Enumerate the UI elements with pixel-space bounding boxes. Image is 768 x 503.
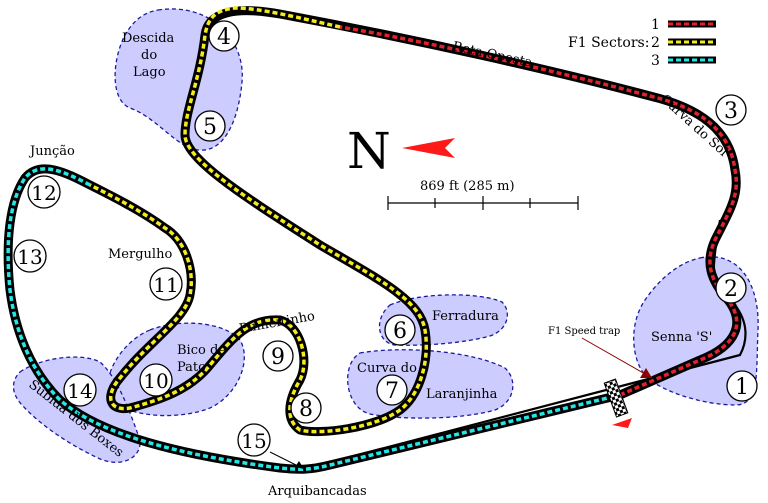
turn-marker-5: 5 [194,110,226,142]
speed-trap-arrowhead [640,368,652,378]
senna-s-label: Senna 'S' [651,330,712,345]
mergulho-label: Mergulho [108,247,172,262]
turn-marker-10: 10 [139,363,173,397]
turn-marker-15: 15 [237,423,271,457]
ferradura-label: Ferradura [432,309,499,324]
scale-bar [387,196,579,210]
turn-number: 12 [31,181,56,205]
turn-number: 6 [393,319,407,344]
laranjinha-label-line-1: Curva do [357,361,417,376]
turn-marker-9: 9 [262,340,294,372]
legend-sector-3-label: 3 [651,53,660,69]
reta-oposta-label: Reta Oposta [451,39,534,71]
turn-marker-8: 8 [290,392,322,424]
turn-number: 3 [724,99,738,124]
turn-number: 10 [143,369,168,393]
turn-marker-2: 2 [715,272,747,304]
turn-number: 2 [724,277,738,302]
turn-number: 11 [153,273,178,297]
legend-sector-1-label: 1 [651,17,660,33]
turn-marker-1: 1 [726,370,758,402]
bico-de-pato-label-line-2: Pato [177,360,206,375]
turn-marker-13: 13 [13,239,47,273]
legend-title: F1 Sectors: [568,35,649,51]
descida-label-line-3: Lago [133,65,166,80]
turn-number: 7 [385,379,399,404]
pinheirinho-label: Pinheirinho [238,309,316,337]
turn-number: 8 [299,397,313,422]
north-arrow-icon [402,138,455,158]
speed-trap-label: F1 Speed trap [548,326,620,337]
laranjinha-label-line-2: Laranjinha [426,387,498,402]
north-letter: N [347,122,391,180]
turn-number: 5 [203,115,217,140]
zone-laranjinha [347,349,514,419]
sector-3-path [6,167,621,471]
turn-number: 15 [241,429,266,453]
legend-sector-2-label: 2 [651,35,660,51]
turn-marker-14: 14 [63,373,97,407]
turn-marker-4: 4 [208,20,240,52]
descida-label-line-1: Descida [122,31,175,46]
turn-marker-11: 11 [149,267,183,301]
descida-label-line-2: do [141,48,157,63]
sector-2-path [89,6,428,434]
direction-arrow [612,418,632,428]
turn-markers: 1 2 3 4 5 6 7 8 9 10 11 12 13 14 15 [13,20,758,457]
turn-15-arrowhead [295,461,304,469]
juncao-label: Junção [28,144,75,159]
bico-de-pato-label-line-1: Bico de [177,343,226,358]
turn-marker-12: 12 [27,175,61,209]
turn-number: 1 [735,375,749,400]
turn-number: 13 [17,245,42,269]
compass: N [347,122,455,180]
legend: 1 F1 Sectors: 2 3 [568,17,716,69]
scale-label: 869 ft (285 m) [420,179,515,194]
turn-marker-7: 7 [376,374,408,406]
arquibancadas-label: Arquibancadas [267,484,367,499]
turn-number: 4 [217,25,231,50]
turn-marker-3: 3 [715,94,747,126]
start-finish-line [603,378,629,418]
turn-number: 14 [67,379,92,403]
speed-trap-pointer [581,337,653,379]
turn-number: 9 [271,345,285,370]
turn-marker-6: 6 [384,314,416,346]
